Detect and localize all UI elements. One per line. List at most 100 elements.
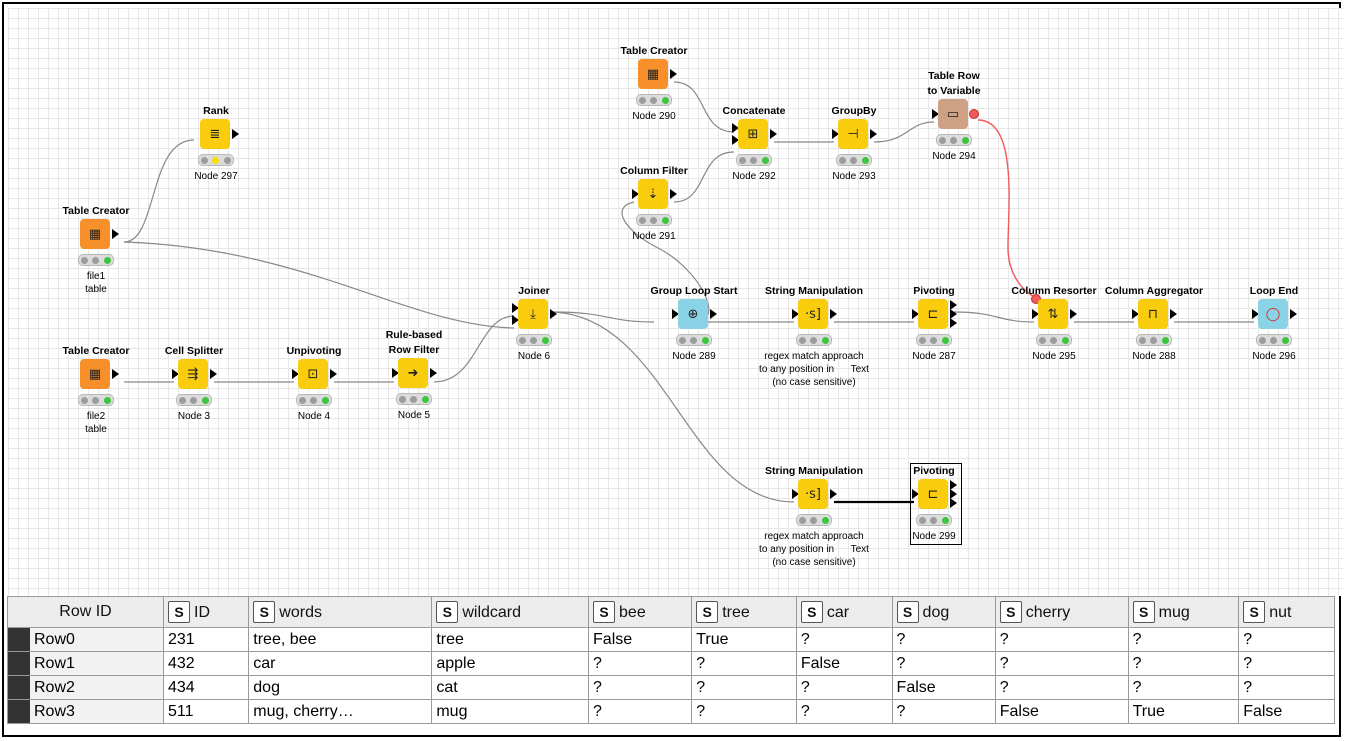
table-cell[interactable]: ?	[994, 675, 1129, 700]
row-id-cell[interactable]: Row2	[7, 675, 164, 700]
input-port[interactable]	[1252, 309, 1259, 319]
node-string-manipulation-2[interactable]: String Manipulation ·s] regex match appr…	[734, 464, 894, 569]
input-port[interactable]	[172, 369, 179, 379]
table-cell[interactable]: False	[891, 675, 996, 700]
table-cell[interactable]: True	[1127, 699, 1240, 724]
input-port[interactable]	[912, 489, 919, 499]
table-cell[interactable]: apple	[431, 651, 590, 676]
output-port[interactable]	[710, 309, 717, 319]
node-loop-end[interactable]: Loop End ◯ Node 296	[1234, 284, 1314, 363]
table-cell[interactable]: ?	[1238, 651, 1335, 676]
output-port[interactable]	[950, 318, 957, 328]
table-cell[interactable]: cat	[431, 675, 590, 700]
input-port[interactable]	[932, 109, 939, 119]
table-cell[interactable]: 434	[162, 675, 250, 700]
output-port[interactable]	[112, 369, 119, 379]
output-port[interactable]	[550, 309, 557, 319]
output-port[interactable]	[1070, 309, 1077, 319]
row-id-cell[interactable]: Row1	[7, 651, 164, 676]
input-port[interactable]	[792, 309, 799, 319]
table-cell[interactable]: ?	[588, 699, 693, 724]
variable-output-port[interactable]	[969, 109, 979, 119]
node-string-manipulation-1[interactable]: String Manipulation ·s] regex match appr…	[734, 284, 894, 389]
table-cell[interactable]: ?	[691, 675, 797, 700]
row-id-cell[interactable]: Row0	[7, 627, 164, 652]
node-rank[interactable]: Rank ≣ Node 297	[176, 104, 256, 183]
output-port[interactable]	[770, 129, 777, 139]
output-port[interactable]	[870, 129, 877, 139]
table-cell[interactable]: ?	[795, 675, 893, 700]
table-cell[interactable]: ?	[1127, 627, 1240, 652]
table-cell[interactable]: tree	[431, 627, 590, 652]
table-cell[interactable]: ?	[1238, 627, 1335, 652]
node-pivoting-299[interactable]: Pivoting ⊏ Node 299	[894, 464, 974, 543]
table-cell[interactable]: False	[994, 699, 1129, 724]
output-port[interactable]	[330, 369, 337, 379]
column-header-row-id[interactable]: Row ID	[7, 596, 164, 628]
workflow-canvas[interactable]: Rank ≣ Node 297 Table Creator ▦ file1 ta…	[8, 8, 1343, 596]
table-cell[interactable]: ?	[1127, 675, 1240, 700]
table-cell[interactable]: ?	[1238, 675, 1335, 700]
input-port[interactable]	[732, 135, 739, 145]
input-port[interactable]	[912, 309, 919, 319]
node-column-aggregator[interactable]: Column Aggregator ⊓ Node 288	[1094, 284, 1214, 363]
table-cell[interactable]: mug, cherry…	[248, 699, 433, 724]
node-table-row-to-variable[interactable]: Table Row to Variable ▭ Node 294	[914, 69, 994, 163]
table-cell[interactable]: ?	[1127, 651, 1240, 676]
input-port[interactable]	[292, 369, 299, 379]
output-port[interactable]	[232, 129, 239, 139]
node-table-creator-290[interactable]: Table Creator ▦ Node 290	[614, 44, 694, 123]
table-cell[interactable]: ?	[795, 627, 893, 652]
node-cell-splitter[interactable]: Cell Splitter ⇶ Node 3	[154, 344, 234, 423]
output-port[interactable]	[830, 489, 837, 499]
output-port[interactable]	[950, 480, 957, 490]
input-port[interactable]	[632, 189, 639, 199]
table-cell[interactable]: ?	[691, 699, 797, 724]
table-cell[interactable]: ?	[994, 627, 1129, 652]
node-rule-based-row-filter[interactable]: Rule-based Row Filter ➜ Node 5	[374, 328, 454, 422]
table-cell[interactable]: 511	[162, 699, 250, 724]
table-cell[interactable]: False	[795, 651, 893, 676]
table-cell[interactable]: ?	[994, 651, 1129, 676]
table-cell[interactable]: ?	[795, 699, 893, 724]
input-port[interactable]	[1132, 309, 1139, 319]
input-port[interactable]	[512, 315, 519, 325]
input-port[interactable]	[832, 129, 839, 139]
table-cell[interactable]: ?	[891, 699, 996, 724]
table-cell[interactable]: tree, bee	[248, 627, 433, 652]
input-port[interactable]	[392, 368, 399, 378]
output-port[interactable]	[670, 189, 677, 199]
node-table-creator-file2[interactable]: Table Creator ▦ file2 table	[56, 344, 136, 436]
node-joiner[interactable]: Joiner ⤓ Node 6	[494, 284, 574, 363]
table-cell[interactable]: ?	[588, 675, 693, 700]
output-port[interactable]	[430, 368, 437, 378]
table-cell[interactable]: 231	[162, 627, 250, 652]
node-column-filter[interactable]: Column Filter ⇣ Node 291	[614, 164, 694, 243]
output-port[interactable]	[210, 369, 217, 379]
table-cell[interactable]: False	[1238, 699, 1335, 724]
output-port[interactable]	[950, 300, 957, 310]
table-cell[interactable]: 432	[162, 651, 250, 676]
table-cell[interactable]: ?	[691, 651, 797, 676]
output-port[interactable]	[670, 69, 677, 79]
table-cell[interactable]: car	[248, 651, 433, 676]
output-port[interactable]	[1290, 309, 1297, 319]
node-unpivoting[interactable]: Unpivoting ⊡ Node 4	[274, 344, 354, 423]
table-cell[interactable]: True	[691, 627, 797, 652]
output-port[interactable]	[950, 309, 957, 319]
output-port[interactable]	[830, 309, 837, 319]
node-groupby[interactable]: GroupBy ⊣ Node 293	[814, 104, 894, 183]
